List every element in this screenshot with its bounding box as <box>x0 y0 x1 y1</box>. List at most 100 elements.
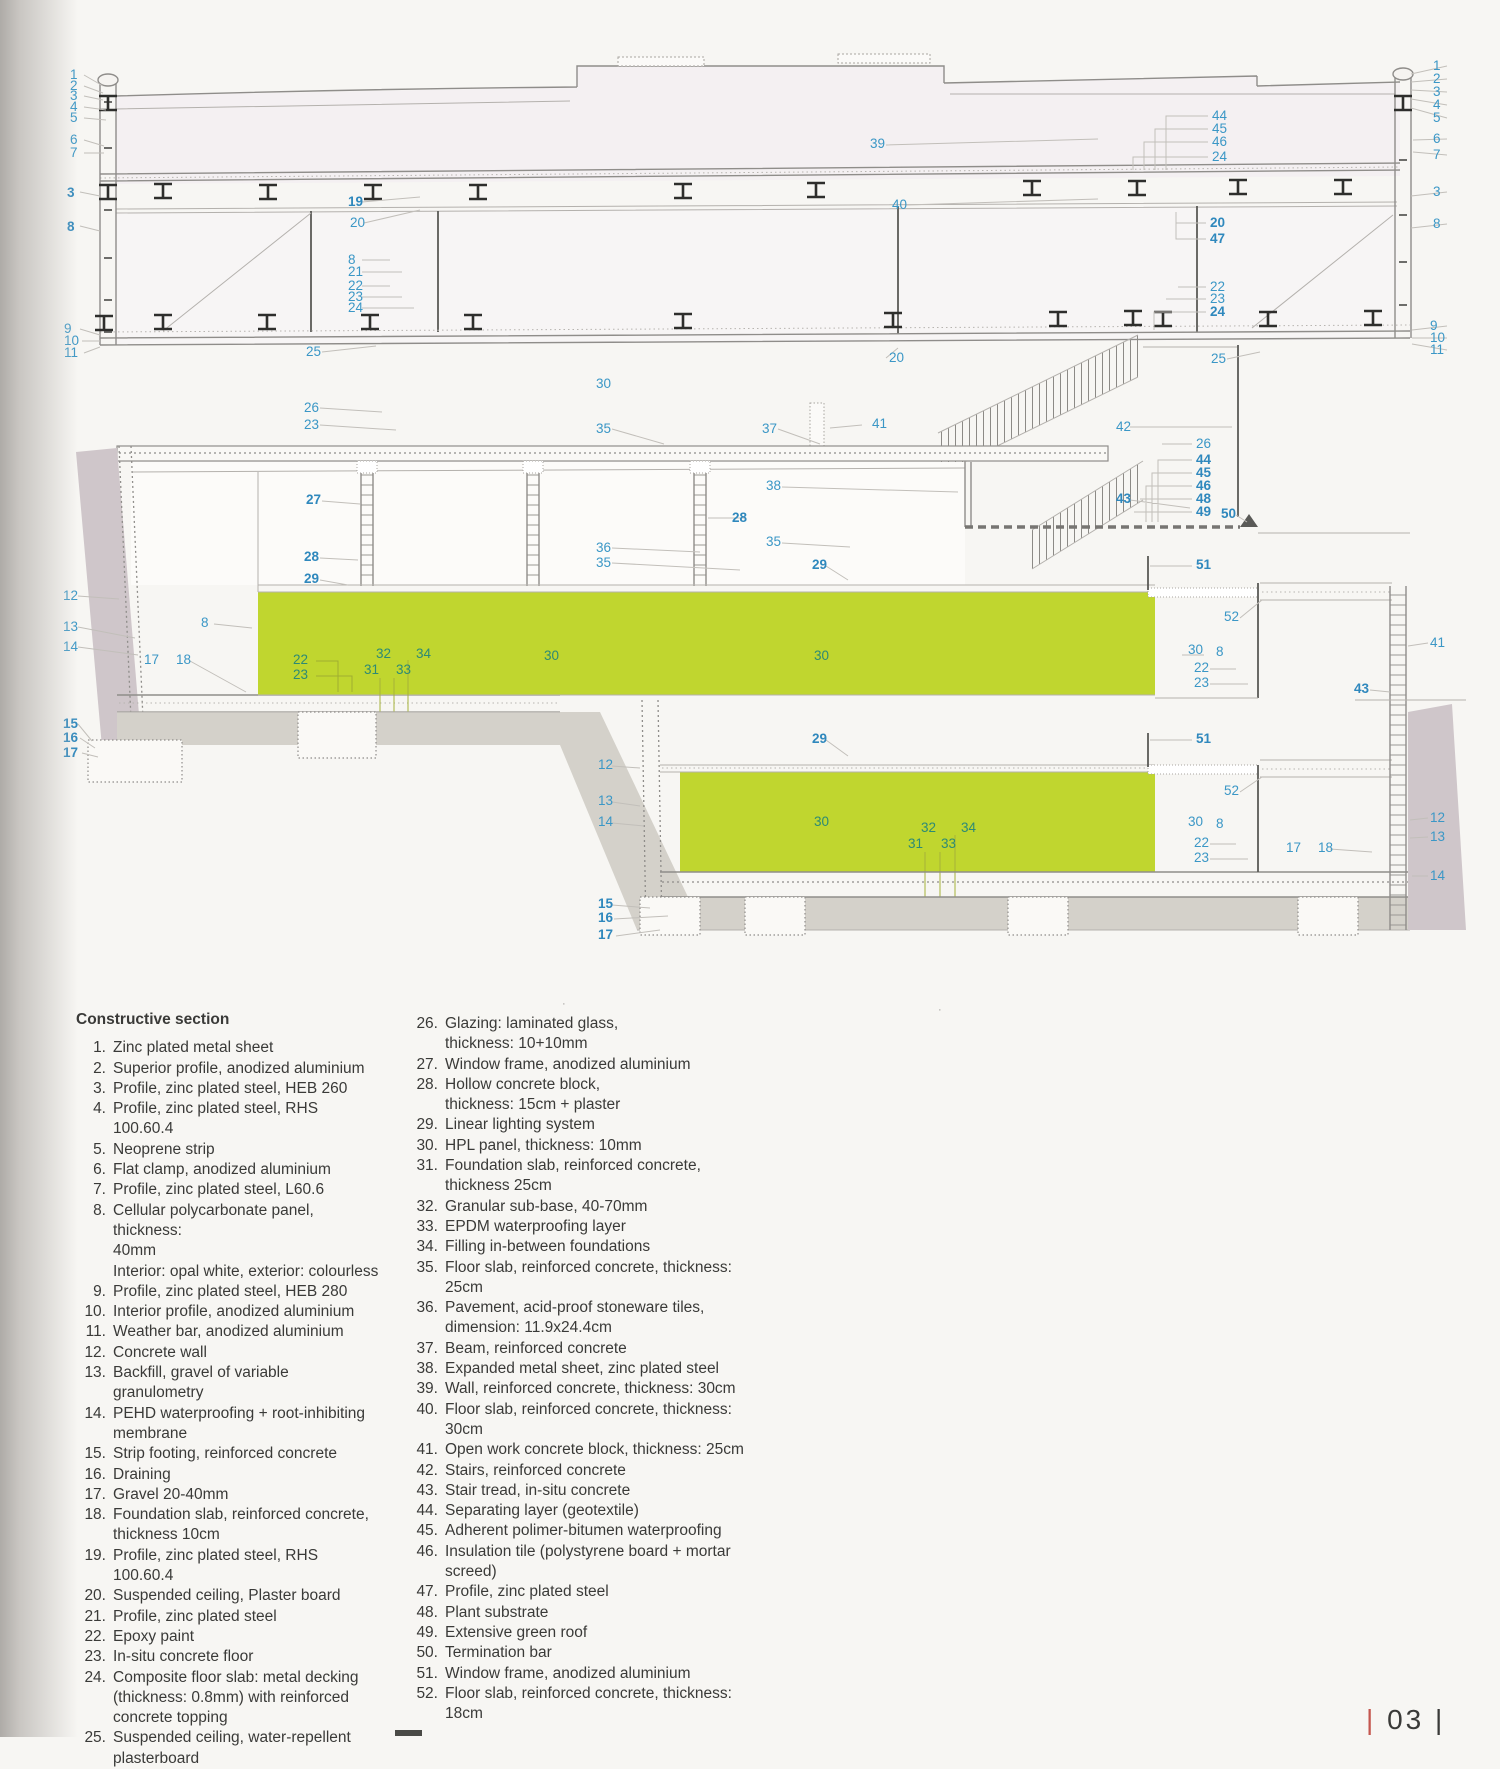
stair-railing-lower <box>1032 461 1143 569</box>
legend-item: 39. Wall, reinforced concrete, thickness… <box>408 1379 768 1399</box>
legend-item-number: 14. <box>84 1404 106 1422</box>
callout-35: 35 <box>596 555 611 570</box>
legend-item-number: 44. <box>416 1502 438 1520</box>
legend-item-text: Draining <box>113 1465 171 1483</box>
legend-item-number: 30. <box>416 1136 438 1154</box>
legend-item-number: 32. <box>416 1197 438 1215</box>
right-hatched-wall <box>1390 586 1406 930</box>
callout-23: 23 <box>1210 291 1225 306</box>
legend-item: 43. Stair tread, in-situ concrete <box>408 1481 768 1501</box>
legend-item-text: Composite floor slab: metal decking (thi… <box>113 1668 359 1727</box>
callout-3: 3 <box>1433 84 1441 99</box>
legend-item: 18. Foundation slab, reinforced concrete… <box>76 1505 381 1546</box>
legend-item: 2. Superior profile, anodized aluminium <box>76 1059 381 1079</box>
legend-item-number: 46. <box>416 1542 438 1560</box>
callout-23: 23 <box>1194 850 1209 865</box>
legend-item-text: Expanded metal sheet, zinc plated steel <box>445 1360 720 1378</box>
legend-item-number: 37. <box>416 1339 438 1357</box>
callout-46: 46 <box>1212 134 1227 149</box>
legend-item-text: PEHD waterproofing + root-inhibiting mem… <box>113 1404 366 1442</box>
legend-item-number: 22. <box>84 1627 106 1645</box>
callout-11: 11 <box>64 345 78 360</box>
legend-item-number: 51. <box>416 1664 438 1682</box>
backfill-slope <box>560 712 688 930</box>
legend-item-text: Superior profile, anodized aluminium <box>113 1059 365 1077</box>
legend-item-text: Gravel 20-40mm <box>113 1485 229 1503</box>
legend-item: 14. PEHD waterproofing + root-inhibiting… <box>76 1404 381 1445</box>
callout-20: 20 <box>1210 215 1225 230</box>
callout-39: 39 <box>870 136 885 151</box>
legend-item: 3. Profile, zinc plated steel, HEB 260 <box>76 1079 381 1099</box>
legend-item: 9. Profile, zinc plated steel, HEB 280 <box>76 1282 381 1302</box>
legend-item-text: Stair tread, in-situ concrete <box>445 1481 631 1499</box>
legend-item: 50. Termination bar <box>408 1643 768 1663</box>
legend-item-text: Interior profile, anodized aluminium <box>113 1303 355 1321</box>
legend-item-number: 48. <box>416 1603 438 1621</box>
legend-item-text: Foundation slab, reinforced concrete, th… <box>445 1157 701 1195</box>
callout-30: 30 <box>1188 814 1203 829</box>
legend-item-text: Suspended ceiling, Plaster board <box>113 1587 341 1605</box>
legend-item-text: Termination bar <box>445 1644 552 1662</box>
legend-item-number: 35. <box>416 1258 438 1276</box>
callout-16: 16 <box>63 730 79 745</box>
legend-items-left: 1. Zinc plated metal sheet 2. Superior p… <box>76 1038 381 1769</box>
legend-item: 33. EPDM waterproofing layer <box>408 1217 768 1237</box>
legend-item-number: 3. <box>93 1079 106 1097</box>
legend-item-text: Suspended ceiling, water-repellent plast… <box>113 1729 351 1767</box>
callout-31: 31 <box>364 662 379 677</box>
lower-building-lower-level <box>87 556 1466 936</box>
callout-8: 8 <box>201 615 209 630</box>
legend-item-text: In-situ concrete floor <box>113 1648 254 1666</box>
legend-item-text: Zinc plated metal sheet <box>113 1039 274 1057</box>
legend-item: 8. Cellular polycarbonate panel, thickne… <box>76 1201 381 1282</box>
legend-item: 52. Floor slab, reinforced concrete, thi… <box>408 1684 768 1725</box>
legend-item: 48. Plant substrate <box>408 1603 768 1623</box>
callout-32: 32 <box>921 820 936 835</box>
legend-item-number: 24. <box>84 1668 106 1686</box>
callout-30: 30 <box>814 814 829 829</box>
legend-item: 10. Interior profile, anodized aluminium <box>76 1302 381 1322</box>
legend-item-number: 38. <box>416 1360 438 1378</box>
page-number-value: 03 <box>1387 1704 1425 1735</box>
legend-item: 20. Suspended ceiling, Plaster board <box>76 1586 381 1606</box>
legend-item-text: Profile, zinc plated steel, RHS 100.60.4 <box>113 1546 319 1585</box>
legend-item: 40. Floor slab, reinforced concrete, thi… <box>408 1400 768 1441</box>
callout-22: 22 <box>1194 835 1209 850</box>
legend-item-number: 15. <box>84 1445 106 1463</box>
legend-item-number: 1. <box>93 1039 106 1057</box>
callout-44: 44 <box>1212 108 1228 123</box>
callout-3: 3 <box>1433 184 1441 199</box>
left-retaining-wall <box>76 448 143 770</box>
callout-12: 12 <box>63 588 78 603</box>
callout-28: 28 <box>304 549 320 564</box>
legend-item-number: 2. <box>93 1059 106 1077</box>
legend-item: 4. Profile, zinc plated steel, RHS 100.6… <box>76 1099 381 1140</box>
callout-37: 37 <box>762 421 777 436</box>
callout-11: 11 <box>1430 342 1444 357</box>
legend-item-number: 9. <box>93 1282 106 1300</box>
legend-item-number: 31. <box>416 1157 438 1175</box>
legend-item: 45. Adherent polimer-bitumen waterproofi… <box>408 1521 768 1541</box>
legend-item-number: 11. <box>85 1323 106 1341</box>
callout-36: 36 <box>596 540 611 555</box>
callout-41: 41 <box>872 416 887 431</box>
callout-1: 1 <box>1433 58 1441 73</box>
legend-item-text: Open work concrete block, thickness: 25c… <box>445 1441 744 1459</box>
legend-item-text: Cellular polycarbonate panel, thickness:… <box>113 1201 379 1280</box>
callout-17: 17 <box>1286 840 1301 855</box>
callout-44: 44 <box>1196 452 1212 467</box>
legend-item: 21. Profile, zinc plated steel <box>76 1607 381 1627</box>
lower-building-upper-level <box>76 445 1410 770</box>
callout-7: 7 <box>1433 147 1441 162</box>
legend-item-text: Flat clamp, anodized aluminium <box>113 1161 331 1179</box>
legend-item-number: 27. <box>416 1055 438 1073</box>
callout-33: 33 <box>396 662 411 677</box>
callout-26: 26 <box>1196 436 1211 451</box>
callout-9: 9 <box>1430 318 1438 333</box>
callout-52: 52 <box>1224 609 1239 624</box>
hollow-block-wall <box>356 460 711 586</box>
callout-29: 29 <box>812 557 827 572</box>
callout-16: 16 <box>598 910 614 925</box>
callout-28: 28 <box>732 510 748 525</box>
